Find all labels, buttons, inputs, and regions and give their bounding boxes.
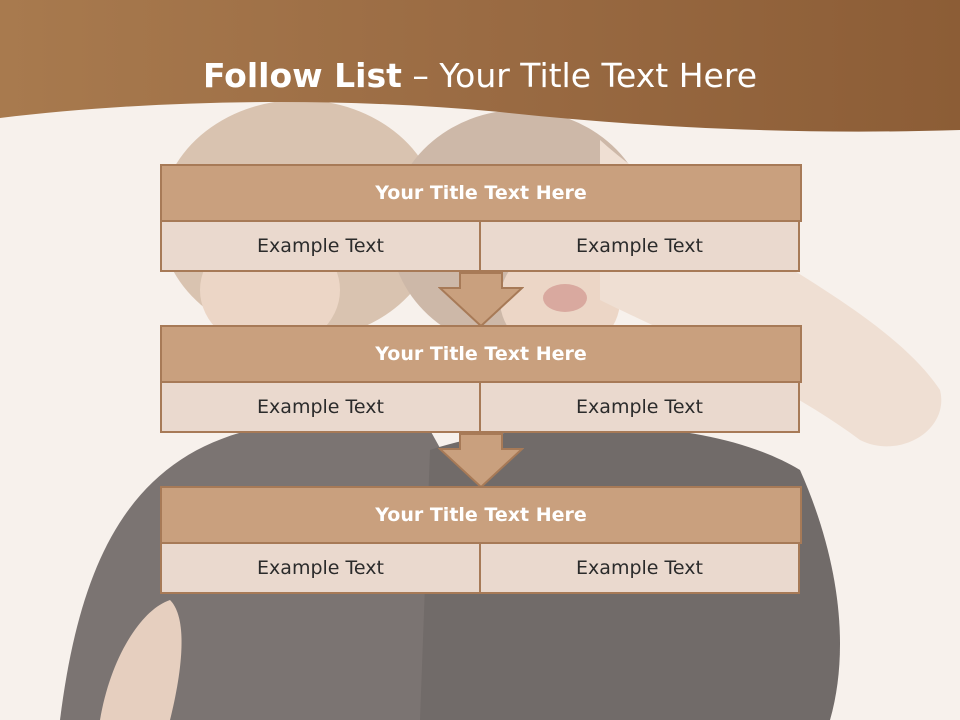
title-separator: – — [401, 56, 440, 95]
block-cell-left: Example Text — [160, 381, 481, 433]
slide-title: Follow List – Your Title Text Here — [0, 54, 960, 98]
block-cell-right: Example Text — [479, 220, 800, 272]
block-cell-right: Example Text — [479, 381, 800, 433]
block-title: Your Title Text Here — [160, 164, 802, 222]
list-block-2: Your Title Text Here Example Text Exampl… — [160, 325, 802, 433]
title-main: Follow List — [202, 56, 402, 95]
block-cell-right: Example Text — [479, 542, 800, 594]
title-rest: Your Title Text Here — [439, 56, 758, 95]
list-block-1: Your Title Text Here Example Text Exampl… — [160, 164, 802, 272]
down-arrow-icon — [438, 433, 524, 489]
block-cell-left: Example Text — [160, 220, 481, 272]
down-arrow-icon — [438, 272, 524, 328]
block-title: Your Title Text Here — [160, 486, 802, 544]
block-cell-left: Example Text — [160, 542, 481, 594]
list-block-3: Your Title Text Here Example Text Exampl… — [160, 486, 802, 594]
block-title: Your Title Text Here — [160, 325, 802, 383]
header-band — [0, 0, 960, 132]
